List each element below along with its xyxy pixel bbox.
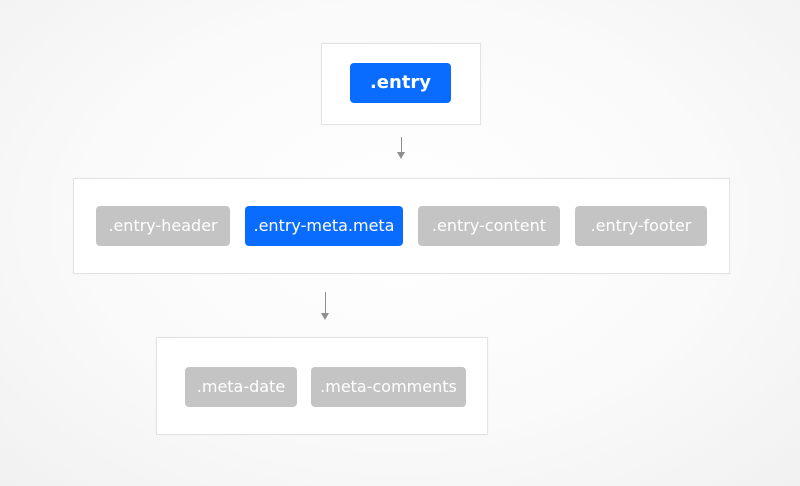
connector-arrow-level1-to-level2 (321, 292, 330, 320)
node-meta-date: .meta-date (185, 367, 297, 407)
node-meta-comments: .meta-comments (311, 367, 466, 407)
node-entry: .entry (350, 63, 451, 103)
node-entry-meta: .entry-meta.meta (245, 206, 403, 246)
node-entry-content: .entry-content (418, 206, 560, 246)
root-panel: .entry (321, 43, 481, 125)
node-entry-header: .entry-header (96, 206, 230, 246)
level2-panel: .meta-date .meta-comments (156, 337, 488, 435)
connector-arrow-root-to-level1 (397, 137, 406, 159)
level1-panel: .entry-header .entry-meta.meta .entry-co… (73, 178, 730, 274)
node-entry-footer: .entry-footer (575, 206, 707, 246)
